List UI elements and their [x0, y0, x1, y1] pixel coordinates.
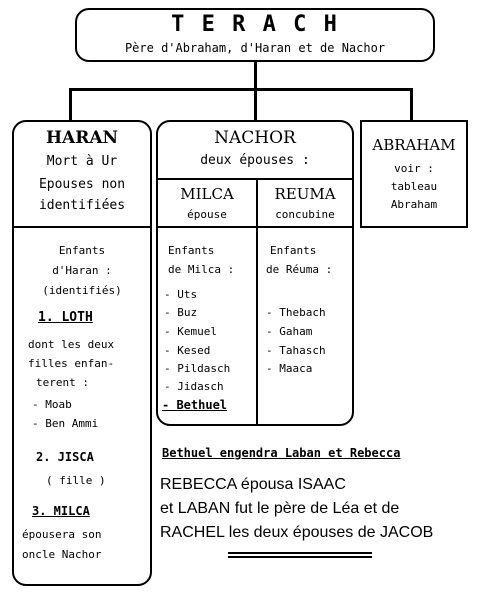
reuma-child-4: - Maaca	[266, 362, 313, 375]
haran-child1-note1: dont les deux	[28, 338, 115, 351]
nachor-divider-vertical	[256, 178, 258, 424]
milca-child-2: - Buz	[164, 306, 198, 319]
milca-child-3: - Kemuel	[164, 325, 217, 338]
reuma-child-1: - Thebach	[266, 306, 326, 319]
haran-grandchild-1: - Moab	[32, 398, 72, 411]
nachor-name: NACHOR	[214, 128, 296, 148]
milca-child-bethuel: - Bethuel	[162, 398, 228, 412]
note-bethuel: Bethuel engendra Laban et Rebecca	[162, 446, 401, 460]
haran-child2: 2. JISCA	[36, 450, 94, 464]
reuma-role: concubine	[275, 208, 335, 221]
milca-child-4: - Kesed	[164, 344, 211, 357]
haran-grandchild-2: - Ben Ammi	[32, 417, 99, 430]
abraham-line1: voir :	[394, 162, 434, 175]
reuma-children-title2: de Réuma :	[266, 263, 333, 276]
nachor-divider-mid	[158, 226, 352, 228]
milca-child-1: - Uts	[164, 288, 198, 301]
haran-child2-note: ( fille )	[46, 474, 106, 487]
milca-child-6: - Jidasch	[164, 380, 224, 393]
reuma-name: REUMA	[274, 185, 336, 203]
haran-divider	[14, 226, 150, 228]
milca-name: MILCA	[180, 185, 234, 203]
reuma-child-2: - Gaham	[266, 325, 313, 338]
note-line2: et LABAN fut le père de Léa et de	[160, 500, 400, 517]
connector-abraham	[410, 88, 413, 122]
note-line1: REBECCA épousa ISAAC	[160, 476, 346, 493]
connector-terach-down	[254, 62, 257, 90]
haran-line1: Mort à Ur	[46, 154, 118, 169]
abraham-line2: tableau	[390, 180, 438, 193]
haran-line3: identifiées	[38, 198, 126, 213]
milca-children-title1: Enfants	[168, 244, 215, 257]
note-double-underline-bottom	[228, 556, 372, 558]
abraham-name: ABRAHAM	[372, 136, 456, 154]
milca-role: épouse	[187, 208, 227, 221]
reuma-children-title1: Enfants	[270, 244, 317, 257]
haran-children-title3: (identifiés)	[42, 284, 122, 297]
nachor-subtitle: deux épouses :	[200, 153, 310, 168]
nachor-divider-top	[158, 178, 352, 180]
connector-horizontal	[69, 88, 413, 91]
milca-child-5: - Pildasch	[164, 362, 231, 375]
connector-nachor	[254, 88, 257, 122]
terach-box: T E R A C H Père d'Abraham, d'Haran et d…	[75, 8, 435, 62]
note-line3: RACHEL les deux épouses de JACOB	[160, 524, 434, 541]
haran-child1: 1. LOTH	[38, 310, 93, 325]
haran-child1-note3: terent :	[36, 376, 89, 389]
haran-child3-note1: épousera son	[22, 528, 102, 541]
terach-name: T E R A C H	[171, 12, 339, 37]
haran-children-title1: Enfants	[58, 244, 106, 257]
abraham-line3: Abraham	[390, 198, 438, 211]
abraham-box: ABRAHAM voir : tableau Abraham	[360, 120, 468, 228]
milca-children-title2: de Milca :	[168, 263, 235, 276]
connector-haran	[69, 88, 72, 122]
reuma-child-3: - Tahasch	[266, 344, 326, 357]
haran-box: HARAN Mort à Ur Epouses non identifiées …	[12, 120, 152, 586]
terach-subtitle: Père d'Abraham, d'Haran et de Nachor	[124, 41, 386, 55]
haran-children-title2: d'Haran :	[52, 264, 112, 277]
note-double-underline-top	[228, 552, 372, 554]
haran-child3: 3. MILCA	[32, 504, 90, 518]
nachor-box: NACHOR deux épouses : MILCA épouse Enfan…	[156, 120, 354, 426]
haran-child3-note2: oncle Nachor	[22, 548, 102, 561]
haran-name: HARAN	[45, 128, 119, 148]
haran-line2: Epouses non	[38, 177, 126, 192]
haran-child1-note2: filles enfan-	[28, 357, 115, 370]
